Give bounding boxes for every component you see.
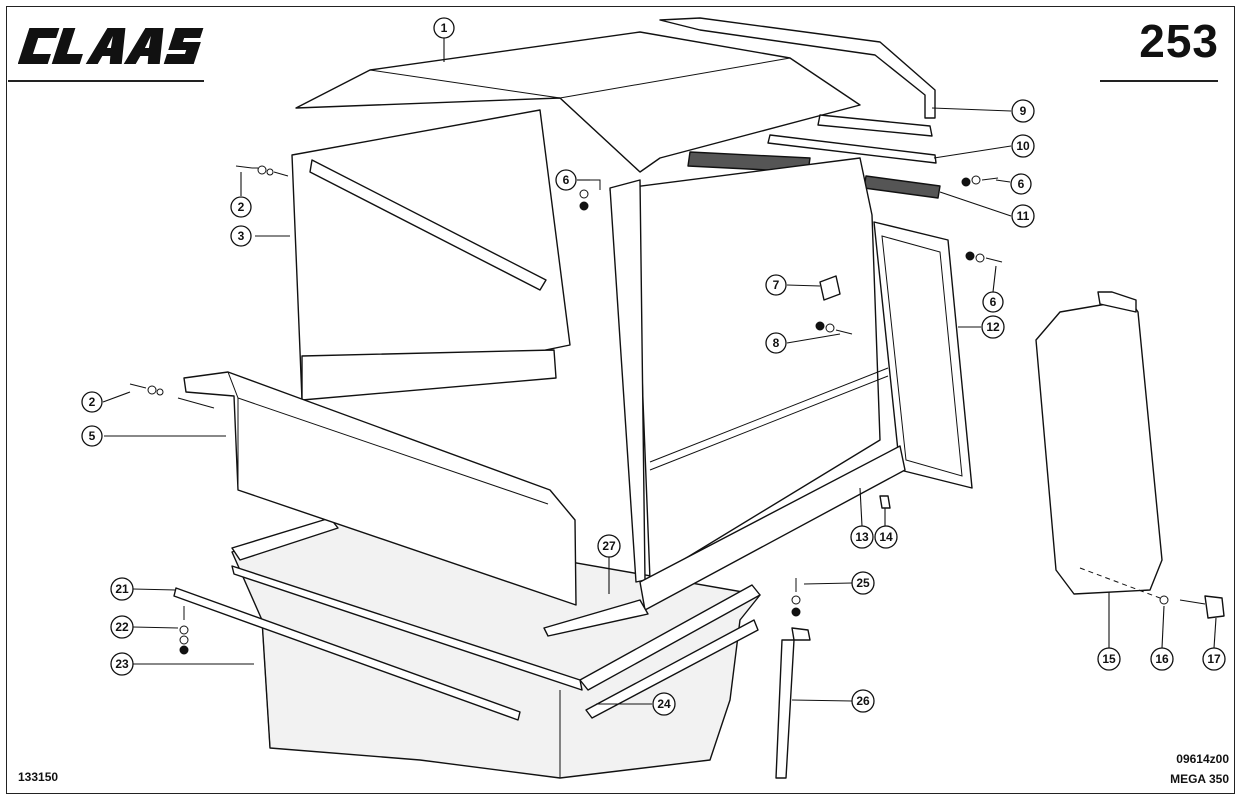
svg-text:22: 22 xyxy=(115,620,129,634)
svg-text:13: 13 xyxy=(855,530,869,544)
svg-text:24: 24 xyxy=(657,697,671,711)
svg-text:14: 14 xyxy=(879,530,893,544)
side-panel xyxy=(609,157,889,583)
model-name: MEGA 350 xyxy=(1170,772,1229,786)
callout-6-right-mid: 6 xyxy=(982,291,1004,313)
claas-logo xyxy=(17,20,218,72)
page-number: 253 xyxy=(1139,15,1219,67)
claas-logo-graphic xyxy=(17,28,204,64)
callout-9: 9 xyxy=(1011,99,1035,123)
bottom-tray xyxy=(231,517,761,779)
callout-1: 1 xyxy=(433,17,455,39)
callout-24: 24 xyxy=(652,692,676,716)
callout-23: 23 xyxy=(110,652,134,676)
callout-8: 8 xyxy=(765,332,787,354)
bars-9-10 xyxy=(767,114,937,164)
strip-21 xyxy=(173,587,521,721)
callout-10: 10 xyxy=(1011,134,1035,158)
rear-panel xyxy=(291,109,571,401)
svg-text:25: 25 xyxy=(856,576,870,590)
callout-6-right-top: 6 xyxy=(1010,173,1032,195)
callout-26: 26 xyxy=(851,689,875,713)
leader-lines xyxy=(102,38,1217,705)
svg-text:3: 3 xyxy=(238,229,245,243)
svg-text:23: 23 xyxy=(115,657,129,671)
callout-3: 3 xyxy=(230,225,252,247)
callout-21: 21 xyxy=(110,577,134,601)
drawing-number: 133150 xyxy=(18,770,59,784)
svg-text:9: 9 xyxy=(1020,104,1027,118)
svg-text:6: 6 xyxy=(990,295,997,309)
callout-22: 22 xyxy=(110,615,134,639)
svg-text:12: 12 xyxy=(986,320,1000,334)
svg-text:21: 21 xyxy=(115,582,129,596)
svg-text:27: 27 xyxy=(602,539,616,553)
svg-text:16: 16 xyxy=(1155,652,1169,666)
callout-16: 16 xyxy=(1150,647,1174,671)
callout-2-front: 2 xyxy=(81,391,103,413)
figure-code: 09614z00 xyxy=(1176,752,1229,766)
callout-12: 12 xyxy=(981,315,1005,339)
svg-text:5: 5 xyxy=(89,429,96,443)
fasteners xyxy=(129,165,1225,779)
callout-5: 5 xyxy=(81,425,103,447)
callout-17: 17 xyxy=(1202,647,1226,671)
drawing-frame xyxy=(6,6,1235,794)
logo-underline xyxy=(8,80,204,82)
front-panel-5 xyxy=(183,371,577,606)
svg-text:17: 17 xyxy=(1207,652,1221,666)
seal-strip-11 xyxy=(687,151,941,199)
svg-text:6: 6 xyxy=(563,173,570,187)
callout-2-rear: 2 xyxy=(230,196,252,218)
frame-12 xyxy=(873,221,973,489)
callout-15: 15 xyxy=(1097,647,1121,671)
callout-13: 13 xyxy=(850,525,874,549)
callout-27: 27 xyxy=(597,534,621,558)
callout-7: 7 xyxy=(765,274,787,296)
svg-text:8: 8 xyxy=(773,336,780,350)
roof-panel xyxy=(295,17,936,173)
tray-strip-23 xyxy=(231,565,583,691)
svg-text:2: 2 xyxy=(89,395,96,409)
svg-text:2: 2 xyxy=(238,200,245,214)
callout-6-roof: 6 xyxy=(555,169,577,191)
callout-25: 25 xyxy=(851,571,875,595)
svg-text:11: 11 xyxy=(1017,209,1030,223)
callout-14: 14 xyxy=(874,525,898,549)
bracket-27 xyxy=(543,599,649,637)
svg-text:15: 15 xyxy=(1102,652,1116,666)
svg-text:26: 26 xyxy=(856,694,870,708)
callout-11: 11 xyxy=(1011,204,1035,228)
rubber-flap-15 xyxy=(1035,291,1163,595)
svg-text:1: 1 xyxy=(441,21,448,35)
svg-text:10: 10 xyxy=(1016,139,1030,153)
page-number-underline xyxy=(1100,80,1218,82)
svg-text:7: 7 xyxy=(773,278,780,292)
bar-13 xyxy=(639,445,906,611)
svg-text:6: 6 xyxy=(1018,177,1025,191)
